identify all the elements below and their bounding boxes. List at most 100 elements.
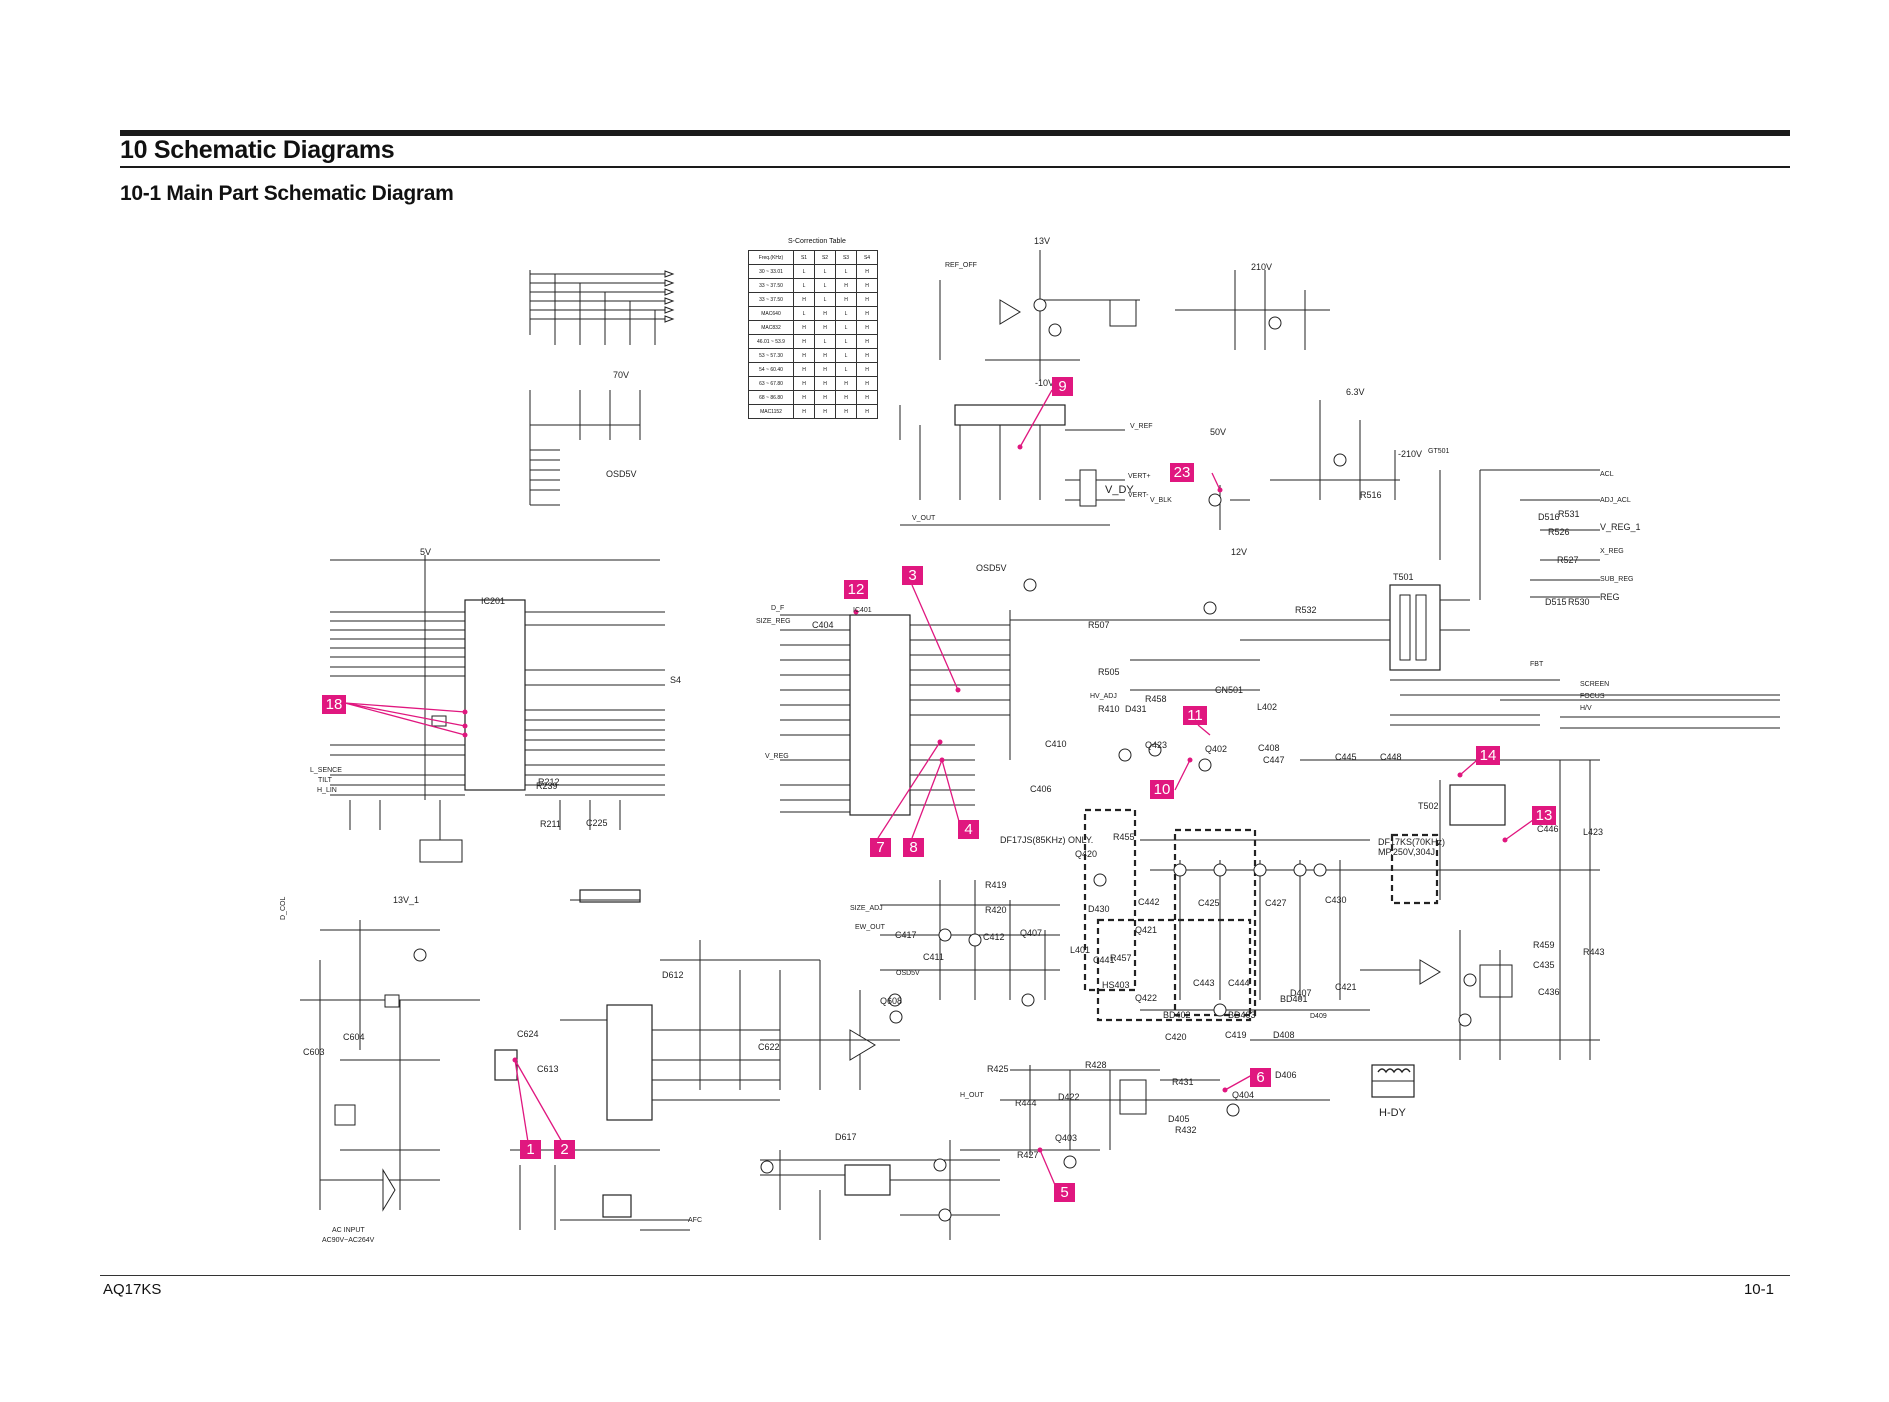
table-cell: 46.01 ~ 53.9 bbox=[748, 334, 794, 349]
r212-label: R212 bbox=[538, 777, 560, 787]
table-cell: H bbox=[856, 362, 878, 377]
table-cell: H bbox=[793, 390, 815, 405]
q422-label: Q422 bbox=[1135, 993, 1157, 1003]
table-cell: 33 ~ 37.50 bbox=[748, 292, 794, 307]
hv-label: H/V bbox=[1580, 705, 1592, 712]
r419-label: R419 bbox=[985, 880, 1007, 890]
v63-label: 6.3V bbox=[1346, 387, 1365, 397]
regulator-section bbox=[660, 940, 1000, 1240]
table-cell: L bbox=[814, 278, 836, 293]
c448-label: C448 bbox=[1380, 752, 1402, 762]
v13-label: 13V bbox=[1034, 236, 1050, 246]
marker-7: 7 bbox=[870, 838, 891, 857]
d409-label: D409 bbox=[1310, 1013, 1327, 1020]
header-top-rule bbox=[120, 130, 1790, 136]
d408-label: D408 bbox=[1273, 1030, 1295, 1040]
h-dy-label: H-DY bbox=[1379, 1107, 1407, 1119]
v-dy-label: V_DY bbox=[1105, 484, 1134, 496]
table-header-row: Freq.(KHz) S1 S2 S3 S4 bbox=[748, 250, 878, 265]
sub-reg-label: SUB_REG bbox=[1600, 576, 1633, 583]
v-out-label: V_OUT bbox=[912, 515, 936, 522]
h-drive-section bbox=[960, 1065, 1210, 1155]
marker-13: 13 bbox=[1532, 806, 1556, 825]
table-cell: H bbox=[793, 320, 815, 335]
v70-label: 70V bbox=[613, 370, 629, 380]
v50-label: 50V bbox=[1210, 427, 1226, 437]
table-cell: H bbox=[793, 376, 815, 391]
c443-label: C443 bbox=[1193, 978, 1215, 988]
focus-label: FOCUS bbox=[1580, 693, 1605, 700]
q421-dashed-block bbox=[1173, 828, 1257, 1017]
c446-label: C446 bbox=[1537, 824, 1559, 834]
table-cell: H bbox=[793, 404, 815, 419]
v12-label: 12V bbox=[1231, 547, 1247, 557]
c442-label: C442 bbox=[1138, 897, 1160, 907]
q407-label: Q407 bbox=[1020, 928, 1042, 938]
table-header-cell: Freq.(KHz) bbox=[748, 250, 794, 265]
c604-label: C604 bbox=[343, 1032, 365, 1042]
r455-label: R455 bbox=[1113, 832, 1135, 842]
marker-10: 10 bbox=[1150, 780, 1174, 799]
table-cell: L bbox=[835, 306, 857, 321]
size-reg-label: SIZE_REG bbox=[756, 618, 791, 625]
r427-label: R427 bbox=[1017, 1150, 1039, 1160]
c441-label: C441 bbox=[1093, 955, 1115, 965]
subsection-title: 10-1 Main Part Schematic Diagram bbox=[120, 182, 454, 205]
d430-label: D430 bbox=[1088, 904, 1110, 914]
c603-label: C603 bbox=[303, 1047, 325, 1057]
d405-label: D405 bbox=[1168, 1114, 1190, 1124]
table-cell: H bbox=[814, 362, 836, 377]
r443-label: R443 bbox=[1583, 947, 1605, 957]
acl-label: ACL bbox=[1600, 471, 1614, 478]
c430-label: C430 bbox=[1325, 895, 1347, 905]
table-cell: H bbox=[793, 362, 815, 377]
table-cell: H bbox=[856, 320, 878, 335]
linearity-section bbox=[1000, 839, 1370, 1150]
bd402-label: BD402 bbox=[1163, 1010, 1191, 1020]
reg-label: REG bbox=[1600, 592, 1620, 602]
r459-label: R459 bbox=[1533, 940, 1555, 950]
c404-label: C404 bbox=[812, 620, 834, 630]
table-header-cell: S2 bbox=[814, 250, 836, 265]
d-f-label: D_F bbox=[771, 605, 784, 612]
r458-label: R458 bbox=[1145, 694, 1167, 704]
q402-label: Q402 bbox=[1205, 744, 1227, 754]
v-blk-label: V_BLK bbox=[1150, 497, 1172, 504]
footer-page-number: 10-1 bbox=[1743, 1281, 1774, 1298]
marker-9: 9 bbox=[1052, 377, 1073, 396]
table-cell: L bbox=[814, 334, 836, 349]
table-cell: H bbox=[835, 376, 857, 391]
marker-2: 2 bbox=[554, 1140, 575, 1159]
table-header-cell: S3 bbox=[835, 250, 857, 265]
c406-label: C406 bbox=[1030, 784, 1052, 794]
table-cell: L bbox=[793, 264, 815, 279]
d515-label: D515 bbox=[1545, 597, 1567, 607]
df17ks-dashed-block bbox=[1390, 833, 1439, 905]
r527-label: R527 bbox=[1557, 555, 1579, 565]
table-header-cell: S1 bbox=[793, 250, 815, 265]
c444-label: C444 bbox=[1228, 978, 1250, 988]
ac-input-label: AC INPUT bbox=[332, 1227, 365, 1234]
d406-label: D406 bbox=[1275, 1070, 1297, 1080]
table-cell: 53 ~ 57.30 bbox=[748, 348, 794, 363]
c624-label: C624 bbox=[517, 1029, 539, 1039]
tilt-label: TILT bbox=[318, 777, 333, 784]
marker-8: 8 bbox=[903, 838, 924, 857]
c425-label: C425 bbox=[1198, 898, 1220, 908]
table-cell: H bbox=[814, 306, 836, 321]
r531-label: R531 bbox=[1558, 509, 1580, 519]
vneg210-label: -210V bbox=[1398, 449, 1422, 459]
vneg10-label: -10V bbox=[1035, 378, 1054, 388]
smps-section bbox=[300, 889, 780, 1231]
table-cell: L bbox=[814, 264, 836, 279]
v-reg-label: V_REG bbox=[765, 753, 789, 760]
marker-4: 4 bbox=[958, 820, 979, 839]
screen-label: SCREEN bbox=[1580, 681, 1609, 688]
